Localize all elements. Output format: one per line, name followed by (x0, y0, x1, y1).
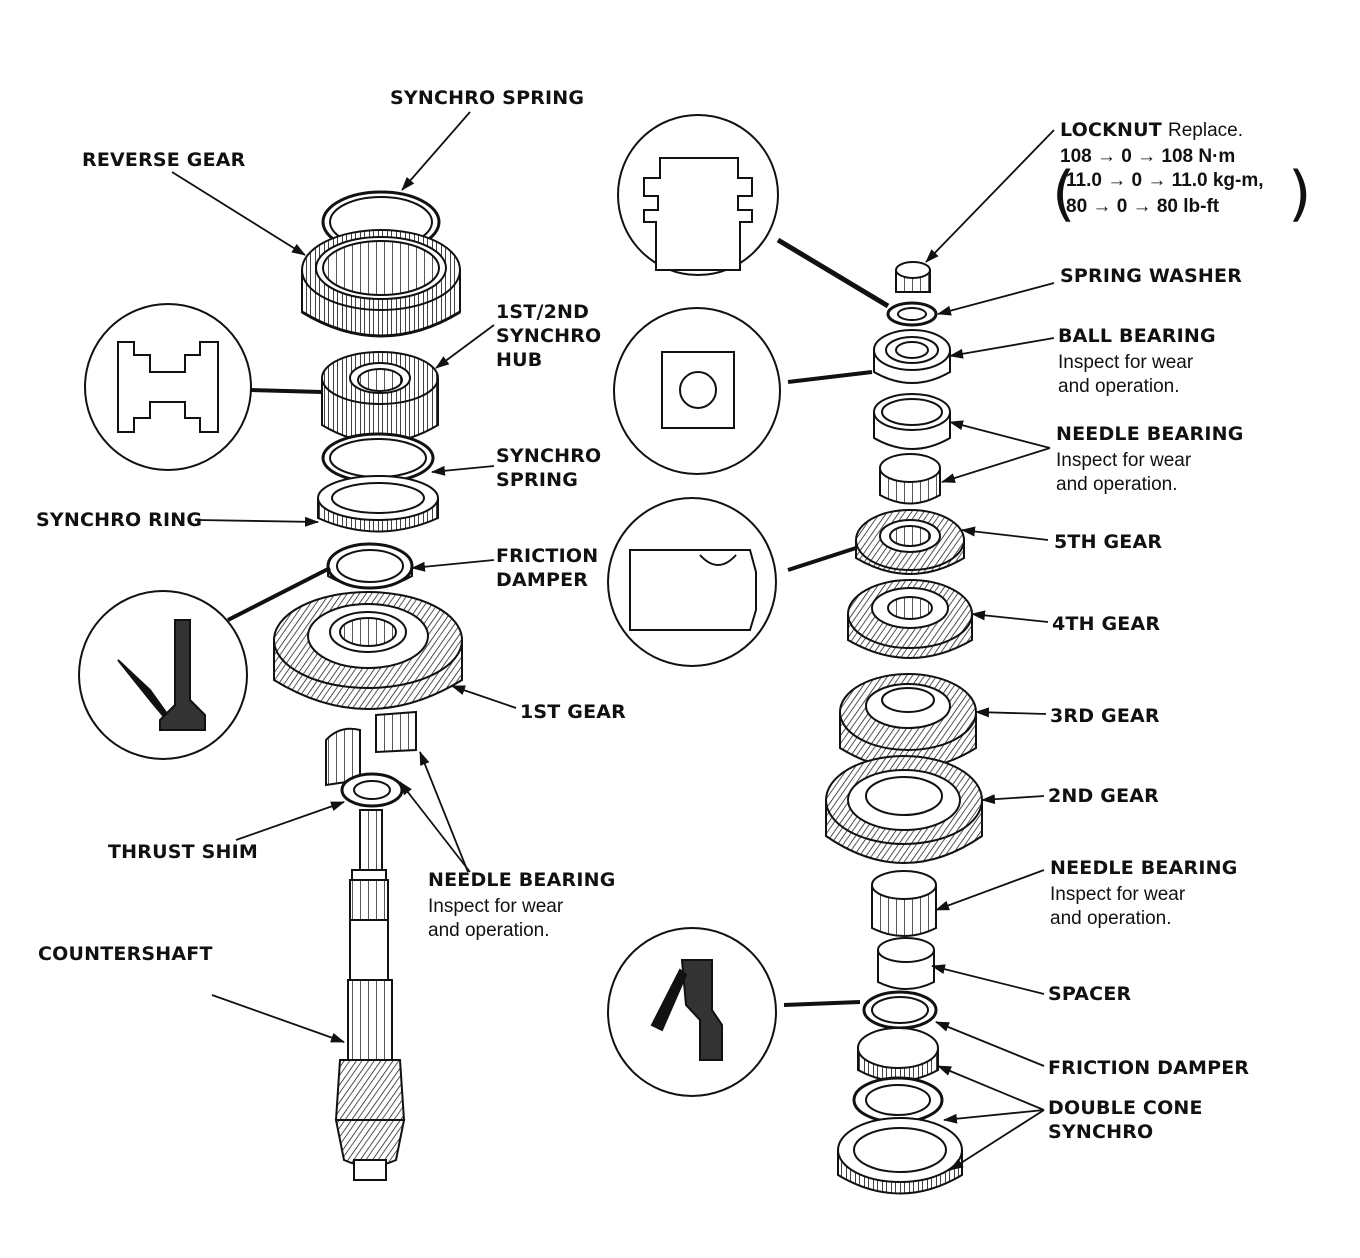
label-synchro-hub-1: 1ST/2ND (496, 301, 590, 323)
bearing-detail-circle (613, 307, 873, 475)
locknut-part (895, 261, 931, 293)
damper-detail-circle (78, 566, 331, 760)
second-gear-part (825, 755, 983, 864)
label-synchro-hub-2: SYNCHRO (496, 325, 602, 347)
label-locknut: LOCKNUT (1060, 119, 1162, 141)
synchro-spring-mid-part (321, 432, 435, 484)
note-inspect-left-1: Inspect for wear (428, 896, 564, 917)
label-thrust-shim: THRUST SHIM (108, 841, 258, 863)
friction-damper-right-part (862, 990, 938, 1030)
synchro-hub-part (321, 351, 439, 444)
hub-detail-circle (84, 303, 323, 471)
note-inspect-needle-bottom-2: and operation. (1050, 908, 1172, 929)
double-cone-synchro-part (837, 1027, 963, 1195)
synchro-ring-part (317, 475, 439, 533)
damper-right-detail-circle (607, 927, 861, 1097)
label-countershaft: COUNTERSHAFT (38, 943, 213, 965)
note-torque-lbft: 80 → 0 → 80 lb-ft (1066, 196, 1220, 217)
label-fourth-gear: 4TH GEAR (1052, 613, 1161, 635)
label-friction-damper-left-2: DAMPER (496, 569, 589, 591)
locknut-detail-circle (617, 114, 890, 309)
label-needle-bearing-left: NEEDLE BEARING (428, 869, 616, 891)
brace-open: ( (1052, 159, 1076, 229)
spring-washer-part (886, 301, 938, 327)
needle-bearing-right-top-part (873, 393, 951, 505)
label-synchro-ring: SYNCHRO RING (36, 509, 203, 531)
spacer-part (877, 937, 935, 990)
mainshaft-assembly (825, 261, 983, 1195)
note-inspect-ball-2: and operation. (1058, 376, 1180, 397)
note-torque-nm: 108 → 0 → 108 N·m (1060, 146, 1236, 167)
thrust-shim-part (340, 772, 404, 808)
third-gear-part (839, 673, 977, 770)
note-inspect-ball-1: Inspect for wear (1058, 352, 1194, 373)
countershaft-part (334, 809, 406, 1181)
label-first-gear: 1ST GEAR (520, 701, 626, 723)
reverse-gear-part (301, 229, 461, 338)
note-locknut-replace: Replace. (1168, 120, 1243, 141)
label-second-gear: 2ND GEAR (1048, 785, 1160, 807)
label-synchro-spring-mid-2: SPRING (496, 469, 579, 491)
note-inspect-left-2: and operation. (428, 920, 550, 941)
label-synchro-spring-mid-1: SYNCHRO (496, 445, 602, 467)
note-inspect-needle-bottom-1: Inspect for wear (1050, 884, 1186, 905)
label-synchro-hub-3: HUB (496, 349, 543, 371)
label-friction-damper-right: FRICTION DAMPER (1048, 1057, 1250, 1079)
fifth-gear-part (855, 509, 965, 575)
fourth-gear-part (847, 579, 973, 659)
note-torque-kgm: 11.0 → 0 → 11.0 kg-m, (1066, 170, 1264, 191)
label-needle-bearing-right-top: NEEDLE BEARING (1056, 423, 1244, 445)
label-synchro-spring-top: SYNCHRO SPRING (390, 87, 585, 109)
label-third-gear: 3RD GEAR (1050, 705, 1160, 727)
first-gear-part (273, 591, 463, 710)
label-friction-damper-left-1: FRICTION (496, 545, 599, 567)
label-needle-bearing-right-bottom: NEEDLE BEARING (1050, 857, 1238, 879)
label-ball-bearing: BALL BEARING (1058, 325, 1216, 347)
label-spring-washer: SPRING WASHER (1060, 265, 1243, 287)
label-double-cone-synchro-2: SYNCHRO (1048, 1121, 1154, 1143)
needle-bearing-right-bottom-part (871, 870, 937, 937)
note-inspect-needle-top-2: and operation. (1056, 474, 1178, 495)
friction-damper-left-part (326, 542, 414, 590)
countershaft-assembly (273, 190, 463, 1181)
needle-bearing-left-part (325, 710, 417, 787)
note-inspect-needle-top-1: Inspect for wear (1056, 450, 1192, 471)
ball-bearing-part (873, 329, 951, 384)
leader-arrows (171, 111, 1055, 1171)
label-double-cone-synchro-1: DOUBLE CONE (1048, 1097, 1203, 1119)
label-fifth-gear: 5TH GEAR (1054, 531, 1163, 553)
label-spacer: SPACER (1048, 983, 1132, 1005)
gear-detail-circle (607, 497, 857, 667)
brace-close: ) (1288, 159, 1312, 229)
label-reverse-gear: REVERSE GEAR (82, 149, 246, 171)
